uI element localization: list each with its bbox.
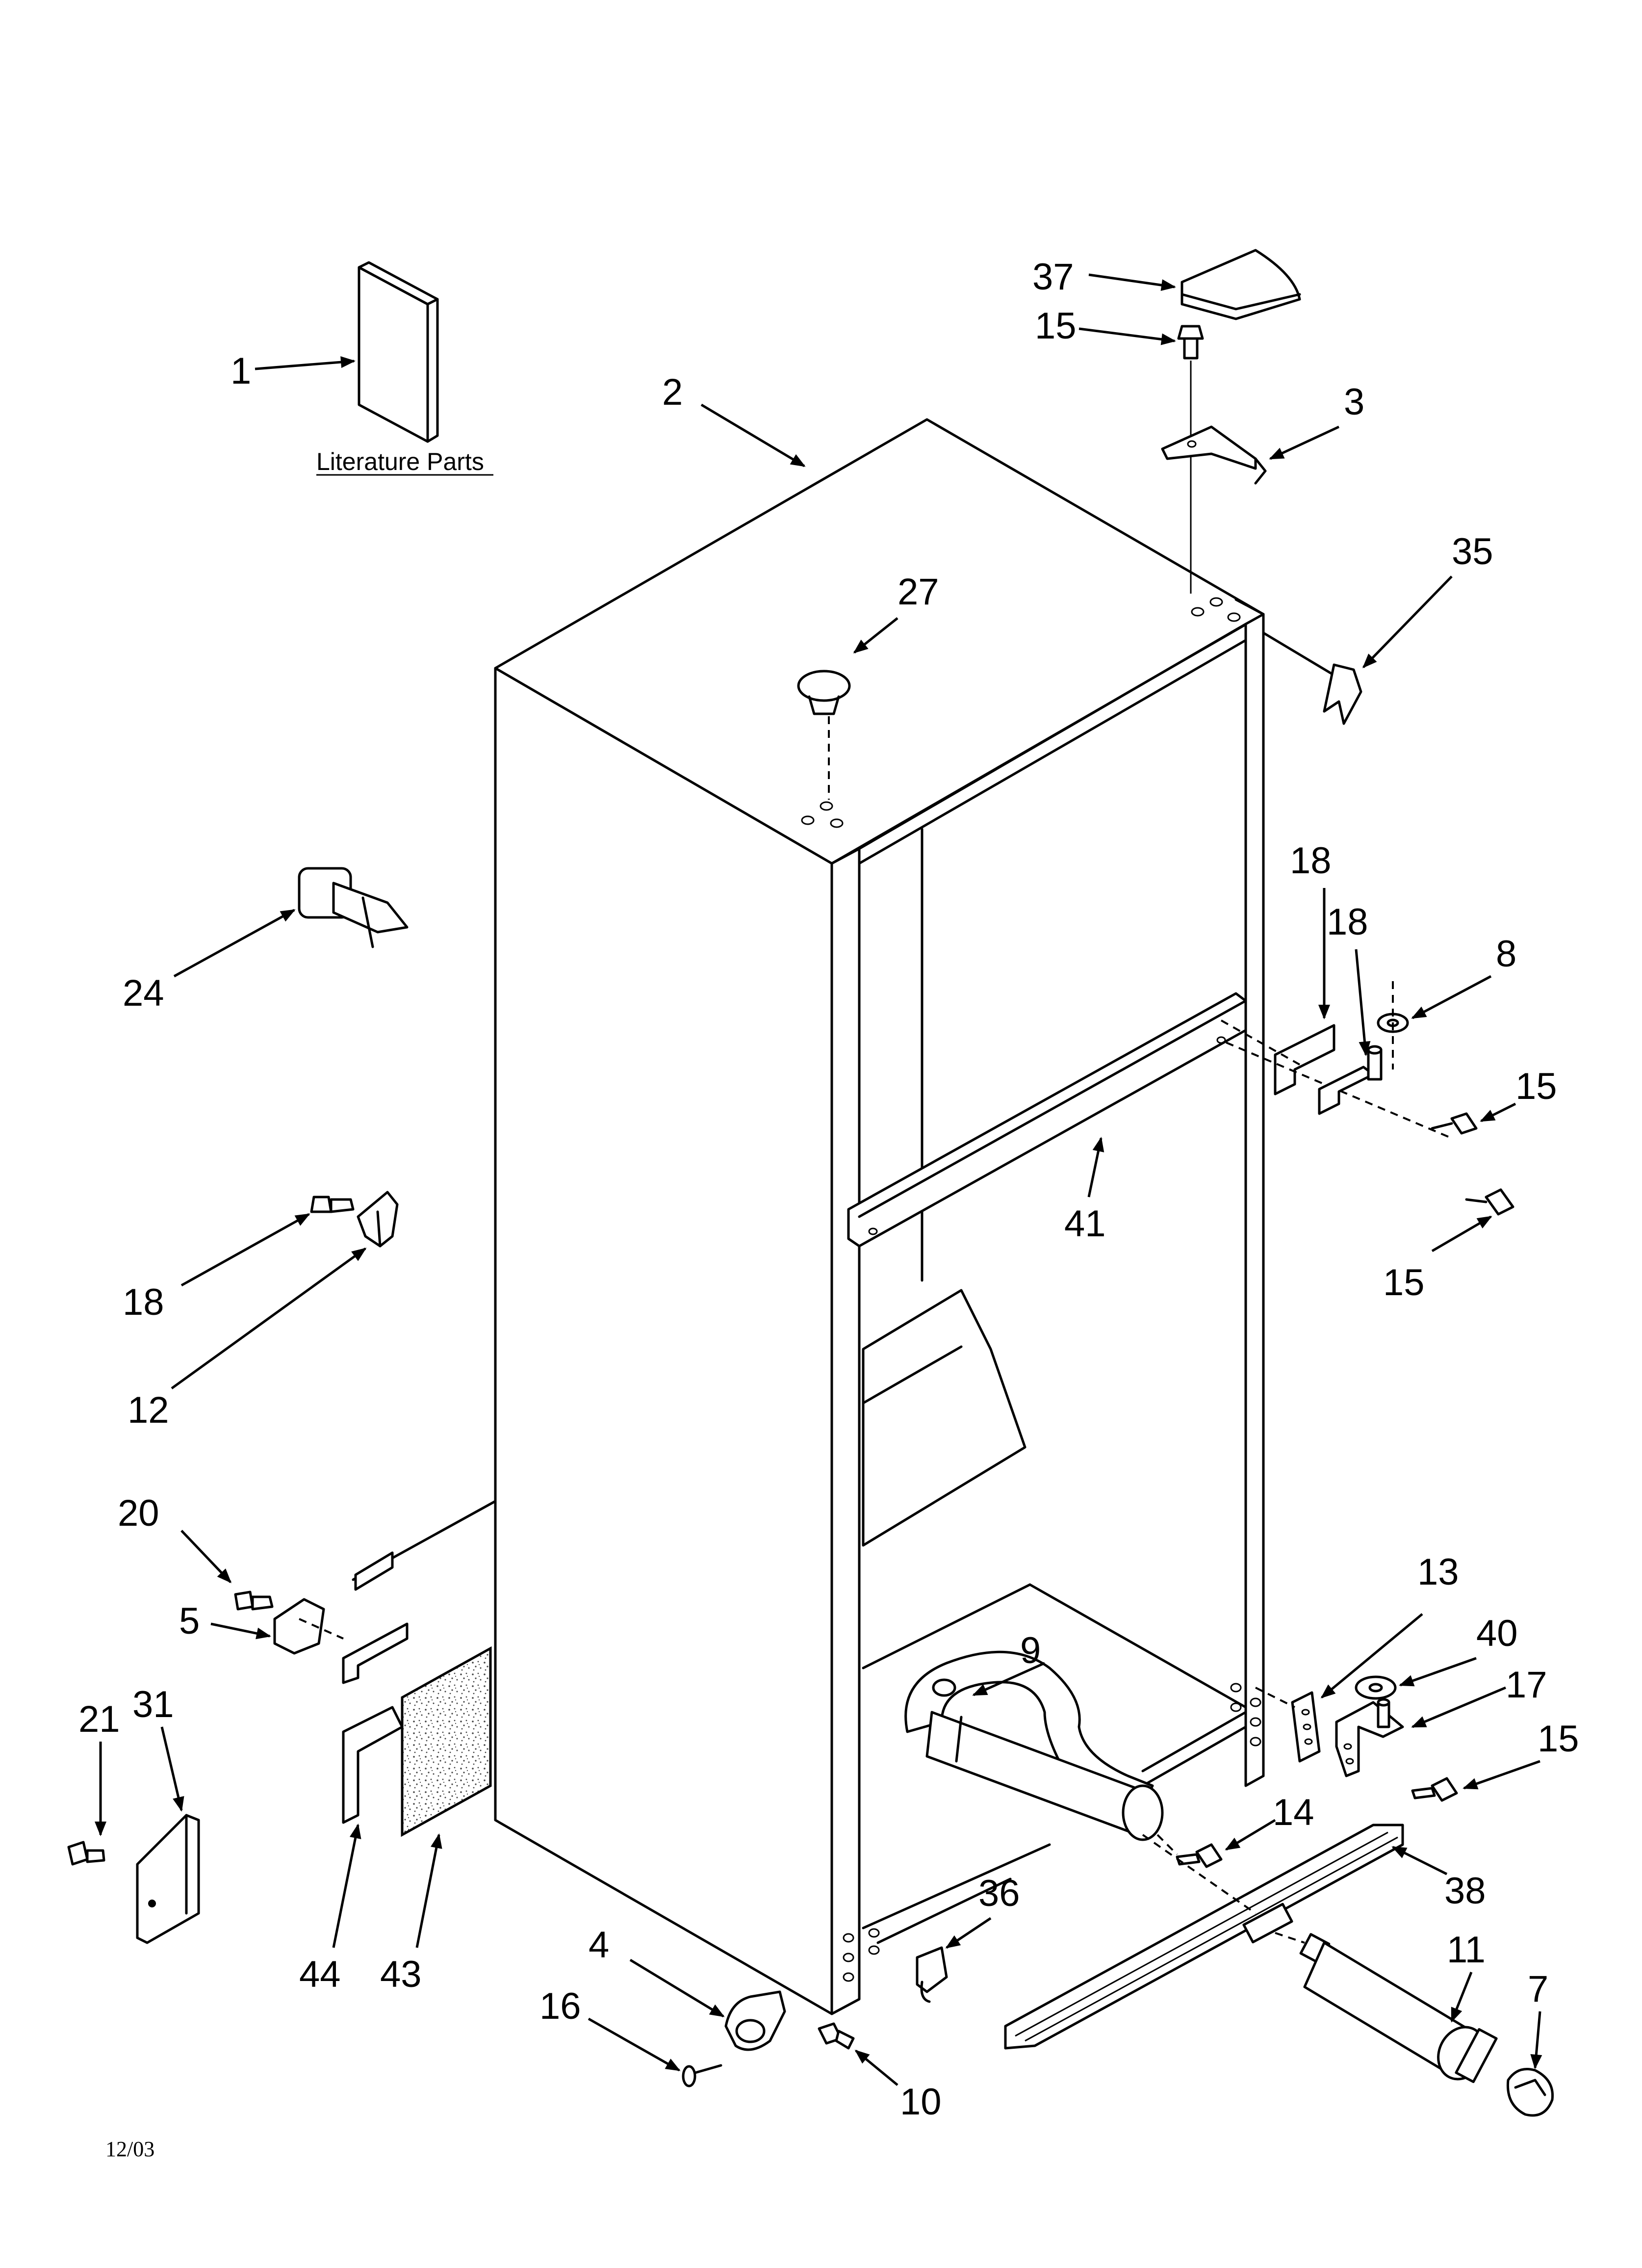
cover-screw-part [67, 1841, 105, 1866]
callout-18-cover: 21 [78, 1698, 120, 1740]
door-stop-part [1323, 663, 1362, 725]
callout-10: 10 [900, 2081, 942, 2123]
refrigerator-cabinet [352, 418, 1355, 2015]
callout-36: 38 [1444, 1870, 1486, 1912]
base-grille-part [1004, 1824, 1404, 2050]
callout-11: 11 [1447, 1929, 1486, 1971]
washer-part [1377, 981, 1409, 1069]
screw-part-upper [310, 1196, 355, 1213]
callout-8: 8 [1496, 933, 1516, 975]
callout-15-hinge: 15 [1515, 1066, 1557, 1107]
callout-9: 9 [1020, 1630, 1041, 1671]
callout-21: 16 [539, 1985, 581, 2027]
callout-37: 36 [978, 1873, 1020, 1914]
callout-17: 18 [1290, 840, 1332, 882]
callout-12: 12 [128, 1389, 169, 1431]
insulation-pad-part [401, 1646, 492, 1837]
roller-part [724, 1990, 786, 2051]
side-brackets-part [342, 1551, 409, 1824]
callout-2: 2 [662, 371, 683, 413]
top-hinge-part [1161, 425, 1267, 485]
callout-27: 27 [898, 571, 939, 613]
filter-housing-part [904, 1650, 1164, 1841]
center-hinge-bracket-part [1221, 1019, 1452, 1139]
top-hinge-screw-part [1177, 325, 1204, 594]
callout-41: 41 [1064, 1203, 1106, 1245]
bracket-part [273, 1598, 344, 1655]
bottom-screw-part [818, 2022, 855, 2050]
callout-13: 13 [1417, 1551, 1459, 1593]
callout-44: 44 [299, 1954, 341, 1995]
date-code: 12/03 [105, 2137, 154, 2161]
lower-hinge-part [1335, 1698, 1404, 1777]
callout-15-lower: 15 [1383, 1262, 1425, 1303]
callout-18-lower: 20 [118, 1492, 159, 1534]
callout-24: 24 [123, 972, 164, 1014]
water-filter-part [1275, 1932, 1498, 2084]
callout-15-top: 15 [1035, 305, 1077, 347]
lower-hinge-screw-part [1411, 1777, 1458, 1802]
callout-18-upper: 18 [123, 1281, 164, 1323]
spacer-washer-part [1355, 1675, 1397, 1700]
lower-hinge-plate-part [1255, 1687, 1321, 1763]
callout-16: 18 [1327, 901, 1368, 943]
filter-cap-part [1506, 2068, 1554, 2117]
callout-15-bottom: 15 [1538, 1718, 1579, 1760]
plug-button-part [797, 670, 851, 800]
callout-35: 35 [1452, 531, 1493, 573]
callout-38: 40 [1476, 1613, 1518, 1654]
tube-clip-part [916, 1946, 948, 2003]
callout-3: 3 [1344, 381, 1364, 423]
clip-part [357, 1191, 399, 1248]
literature-parts-label: Literature Parts [316, 448, 484, 475]
screw-part-lower [234, 1590, 274, 1611]
hinge-cover-part [1180, 249, 1301, 320]
pin-part [682, 2064, 722, 2087]
callout-1: 1 [231, 350, 251, 392]
callout-31: 31 [132, 1684, 174, 1725]
callout-4: 4 [589, 1924, 609, 1966]
mullion-bar-part [847, 992, 1247, 1248]
filter-screw-part [1156, 1834, 1223, 1868]
access-cover-part [136, 1814, 200, 1944]
hinge-screw-lower-part [1465, 1188, 1514, 1216]
hinge-screw-part [1431, 1112, 1478, 1135]
callout-20: 17 [1506, 1664, 1547, 1706]
callout-40: 37 [1032, 256, 1074, 298]
callout-5: 5 [179, 1600, 200, 1642]
callout-14: 14 [1273, 1792, 1314, 1833]
literature-booklet-part [358, 261, 439, 443]
cabinet-plug-part [298, 867, 409, 948]
callout-7: 7 [1528, 1968, 1548, 2010]
callout-43: 43 [380, 1954, 422, 1995]
